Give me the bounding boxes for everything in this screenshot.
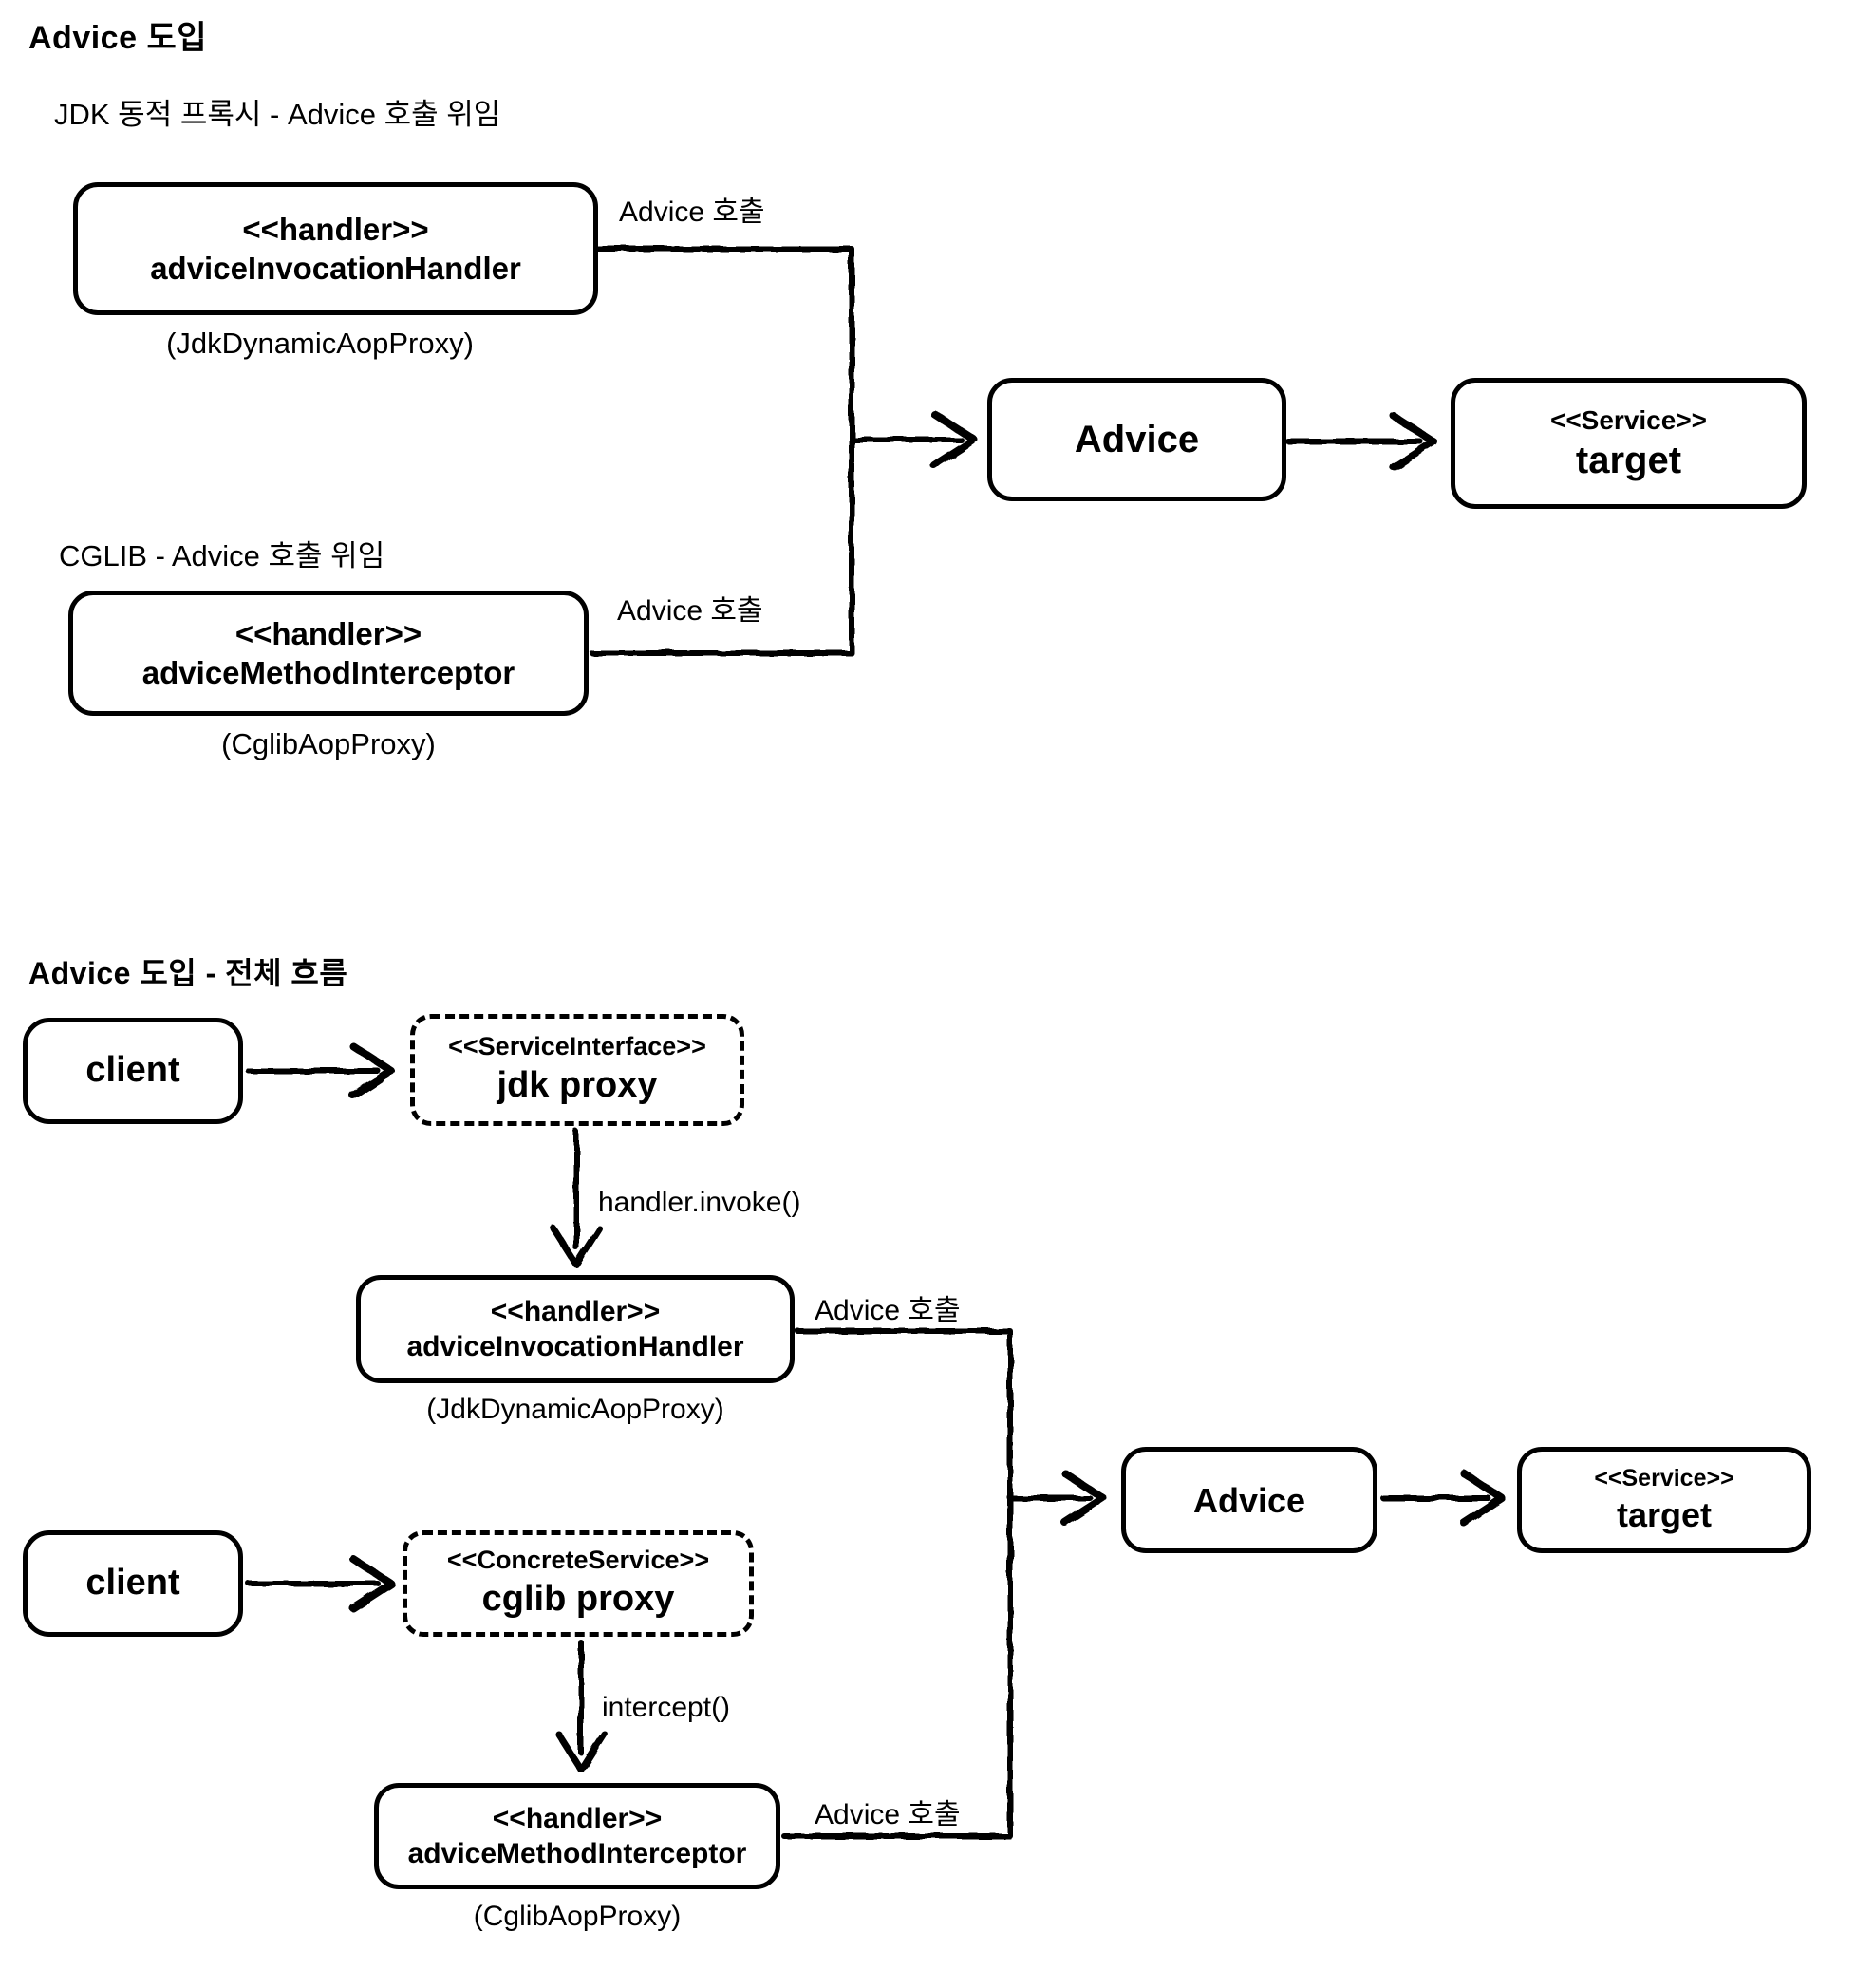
cglib-proxy-name: cglib proxy bbox=[481, 1579, 675, 1620]
jdk-handler-name-s2: adviceInvocationHandler bbox=[406, 1331, 744, 1362]
client-box-jdk: client bbox=[23, 1018, 243, 1124]
cglib-handler-name: adviceMethodInterceptor bbox=[141, 655, 515, 690]
intercept-label: intercept() bbox=[602, 1692, 731, 1723]
client-box-cglib: client bbox=[23, 1530, 243, 1637]
jdk-handler-box: <<handler>> adviceInvocationHandler bbox=[73, 182, 598, 315]
cglib-advice-call-label-s2: Advice 호출 bbox=[815, 1799, 961, 1830]
jdk-proxy-name: jdk proxy bbox=[497, 1065, 658, 1106]
arrowhead-s2-into-cglibproxy bbox=[349, 1555, 395, 1612]
target-name-s1: target bbox=[1575, 439, 1682, 481]
cglib-proxy-box: <<ConcreteService>> cglib proxy bbox=[403, 1530, 754, 1637]
target-stereotype-s1: <<Service>> bbox=[1549, 404, 1708, 435]
cglib-heading: CGLIB - Advice 호출 위임 bbox=[59, 539, 385, 572]
jdk-handler-caption: (JdkDynamicAopProxy) bbox=[166, 327, 474, 360]
jdk-handler-name: adviceInvocationHandler bbox=[150, 251, 521, 286]
cglib-handler-caption: (CglibAopProxy) bbox=[221, 727, 436, 760]
jdk-handler-box-s2: <<handler>> adviceInvocationHandler bbox=[356, 1275, 795, 1383]
cglib-handler-box-s2: <<handler>> adviceMethodInterceptor bbox=[374, 1783, 780, 1889]
target-stereotype-s2: <<Service>> bbox=[1594, 1464, 1734, 1491]
jdk-proxy-box: <<ServiceInterface>> jdk proxy bbox=[410, 1014, 744, 1126]
jdk-advice-call-label-s2: Advice 호출 bbox=[815, 1295, 961, 1326]
handler-invoke-label: handler.invoke() bbox=[598, 1187, 801, 1218]
section1-title: Advice 도입 bbox=[28, 20, 208, 56]
jdk-proxy-heading: JDK 동적 프록시 - Advice 호출 위임 bbox=[54, 98, 501, 131]
connector-s2-handlers-junction bbox=[781, 1328, 1013, 1839]
cglib-advice-call-label: Advice 호출 bbox=[617, 595, 763, 627]
arrowhead-s2-into-interceptor bbox=[554, 1730, 608, 1773]
jdk-proxy-stereotype: <<ServiceInterface>> bbox=[448, 1032, 706, 1061]
cglib-handler-box: <<handler>> adviceMethodInterceptor bbox=[68, 591, 589, 716]
advice-box-s2: Advice bbox=[1121, 1447, 1377, 1553]
jdk-handler-caption-s2: (JdkDynamicAopProxy) bbox=[426, 1394, 724, 1425]
jdk-handler-stereotype-s2: <<handler>> bbox=[490, 1295, 661, 1327]
arrowhead-s1-into-target bbox=[1390, 412, 1437, 471]
client-label-cglib: client bbox=[85, 1563, 180, 1604]
cglib-handler-stereotype-s2: <<handler>> bbox=[492, 1802, 663, 1834]
arrowhead-s1-into-advice bbox=[930, 410, 978, 469]
arrowhead-s2-into-jdkproxy bbox=[349, 1042, 395, 1099]
cglib-proxy-stereotype: <<ConcreteService>> bbox=[446, 1546, 710, 1575]
jdk-handler-stereotype: <<handler>> bbox=[242, 211, 429, 247]
advice-box-s1: Advice bbox=[987, 378, 1286, 501]
target-name-s2: target bbox=[1616, 1495, 1713, 1535]
cglib-handler-name-s2: adviceMethodInterceptor bbox=[407, 1838, 747, 1869]
arrowhead-s2-into-handler bbox=[550, 1225, 603, 1268]
connector-s1-handlers-junction bbox=[590, 246, 854, 656]
cglib-handler-caption-s2: (CglibAopProxy) bbox=[473, 1901, 682, 1932]
section2-title: Advice 도입 - 전체 흐름 bbox=[28, 956, 348, 990]
arrowhead-s2-into-target bbox=[1460, 1470, 1506, 1527]
client-label-jdk: client bbox=[85, 1050, 180, 1091]
cglib-handler-stereotype: <<handler>> bbox=[234, 615, 422, 651]
target-box-s2: <<Service>> target bbox=[1517, 1447, 1811, 1553]
advice-label-s1: Advice bbox=[1074, 419, 1200, 460]
target-box-s1: <<Service>> target bbox=[1451, 378, 1807, 509]
arrowhead-s2-into-advice bbox=[1061, 1470, 1107, 1527]
jdk-advice-call-label: Advice 호출 bbox=[619, 197, 765, 228]
advice-label-s2: Advice bbox=[1192, 1480, 1306, 1520]
